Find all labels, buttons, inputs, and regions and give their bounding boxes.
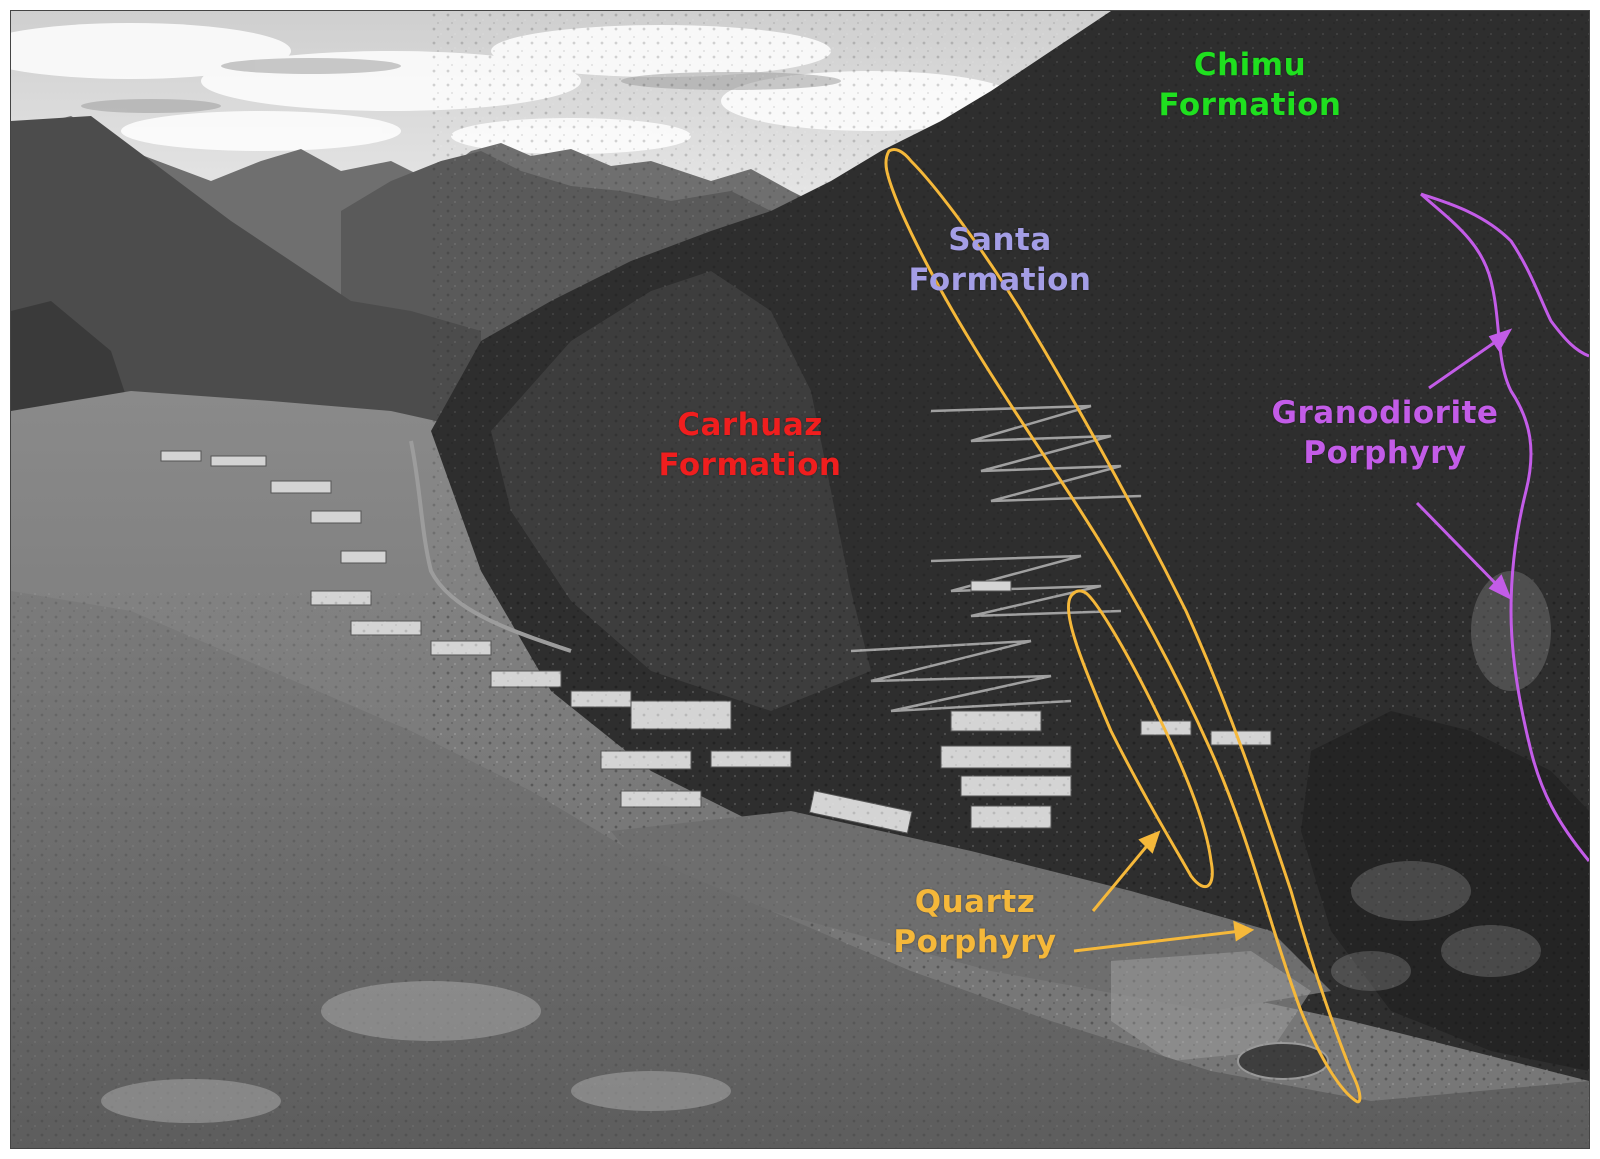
landscape-photo (10, 10, 1590, 1149)
granodiorite-arrows (1415, 328, 1513, 601)
left-hill (11, 116, 481, 431)
granodiorite-label-line1: Granodiorite (1271, 395, 1499, 431)
santa-label-line2: Formation (908, 262, 1092, 298)
chimu-label-line1: Chimu (1193, 47, 1307, 83)
quartz-porphyry-label: Quartz Porphyry (870, 882, 1080, 962)
granodiorite-porphyry-label: Granodiorite Porphyry (1250, 393, 1520, 473)
santa-formation-label: Santa Formation (870, 220, 1130, 300)
carhuaz-label-line2: Formation (658, 447, 842, 483)
mountain-valley-scene (11, 11, 1589, 1148)
carhuaz-label-line1: Carhuaz (677, 407, 823, 443)
carhuaz-formation-label: Carhuaz Formation (610, 405, 890, 485)
quartz-porphyry-small-outline (1066, 589, 1214, 889)
river (409, 440, 572, 653)
santa-label-line1: Santa (948, 222, 1052, 258)
quartz-porphyry-dike-outline (884, 147, 1362, 1104)
granodiorite-outline (1420, 192, 1589, 358)
quartz-arrows (1073, 830, 1255, 953)
quartz-label-line2: Porphyry (893, 924, 1057, 960)
chimu-formation-label: Chimu Formation (1120, 45, 1380, 125)
chimu-label-line2: Formation (1158, 87, 1342, 123)
quartz-label-line1: Quartz (914, 884, 1036, 920)
granodiorite-label-line2: Porphyry (1303, 435, 1467, 471)
